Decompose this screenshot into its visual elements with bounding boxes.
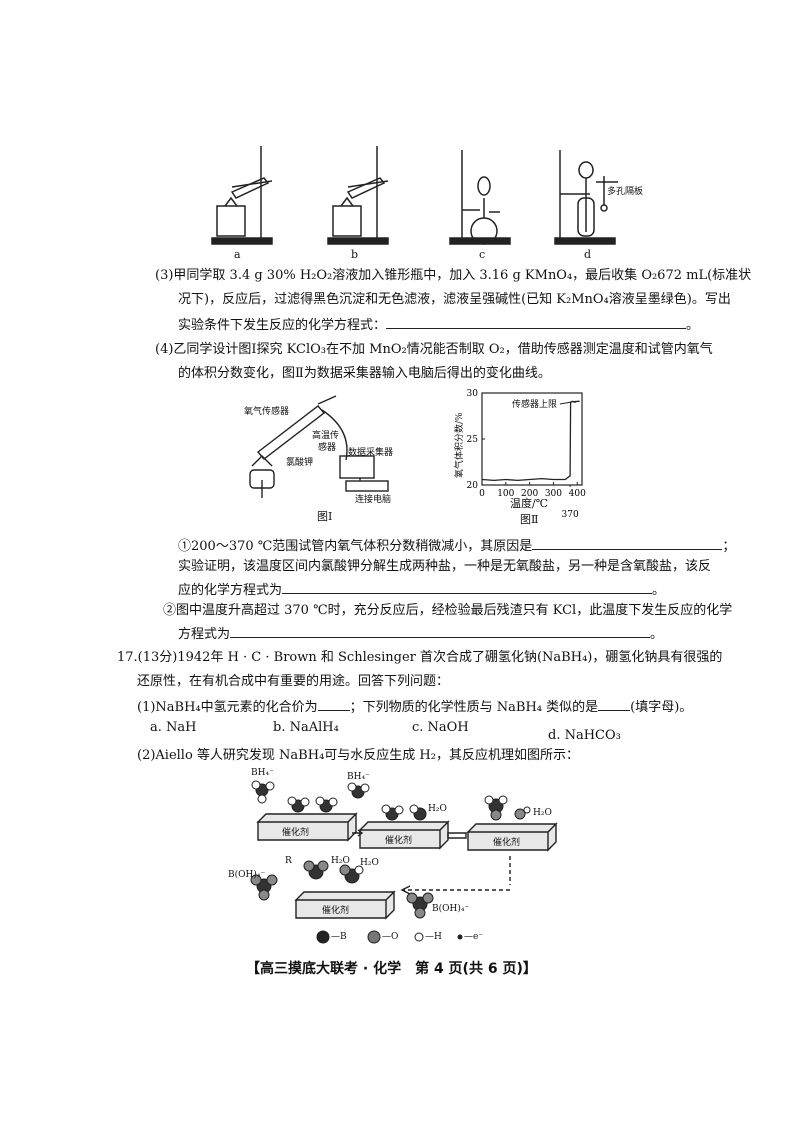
mechanism-legend (316, 930, 463, 944)
kclo3-label: 氯酸钾 (286, 458, 314, 468)
figure-1-caption: 图Ⅰ (317, 510, 333, 523)
legend-o-marker (367, 930, 381, 944)
catalyst-label-3: 催化剂 (493, 838, 521, 848)
q4-sub-1-blank[interactable] (532, 535, 723, 550)
h2o-label-4: H₂O (360, 858, 379, 868)
bh4-label-1: BH₄⁻ (251, 768, 274, 778)
legend-h-label: —H (425, 932, 442, 942)
q17-option-b: b. NaAlH₄ (273, 720, 339, 735)
apparatus-a (211, 146, 273, 245)
q4-line-2: 的体积分数变化，图Ⅱ为数据采集器输入电脑后得出的变化曲线。 (178, 366, 551, 381)
catalyst-block-1 (256, 812, 358, 842)
y-tick-label: 30 (467, 389, 479, 399)
q4-sub-5: 方程式为 。 (178, 623, 663, 645)
q4-sub-2: 实验证明，该温度区间内氯酸钾分解生成两种盐，一种是无氧酸盐，另一种是含氧酸盐，该… (178, 559, 712, 574)
x-tick-label: 400 (569, 489, 586, 499)
computer-label: 连接电脑 (355, 495, 392, 505)
high-temp-sensor-label-1: 高温传 (312, 431, 340, 441)
q4-sub-5-text: 方程式为 (178, 627, 231, 642)
q17-p1-c: (填字母)。 (630, 700, 693, 715)
q4-sub-1-end: ； (722, 539, 736, 554)
sensor-limit-annotation: 传感器上限 (512, 400, 558, 410)
q4-line-1: (4)乙同学设计图Ⅰ探究 KClO₃在不加 MnO₂情况能否制取 O₂，借助传感… (155, 342, 713, 357)
chart-xlabel: 温度/℃ (510, 497, 549, 510)
catalyst-label-1: 催化剂 (282, 828, 310, 838)
porous-plate-label: 多孔隔板 (607, 187, 644, 197)
apparatus-b (327, 146, 389, 245)
x-tick-label: 300 (545, 489, 562, 499)
legend-e-marker (457, 934, 463, 940)
y-tick-label: 25 (467, 435, 479, 445)
y-tick-label: 20 (467, 481, 479, 491)
apparatus-label-b: b (351, 248, 359, 261)
x-tick-label: 200 (521, 489, 538, 499)
x-tick-label: 100 (497, 489, 514, 499)
legend-h-marker (414, 932, 424, 942)
q17-p1-blank-2[interactable] (598, 696, 631, 711)
legend-b-marker (316, 930, 330, 944)
q4-sub-5-end: 。 (650, 627, 664, 642)
q4-sub-1: ①200～370 ℃范围试管内氧气体积分数稍微减小，其原因是 ； (178, 535, 735, 557)
x-marker-label: 370 (562, 510, 579, 520)
q4-sub-3-end: 。 (652, 583, 666, 598)
q17-option-c: c. NaOH (412, 720, 469, 735)
x-tick-label: 0 (479, 489, 485, 499)
series-line-oxygen (481, 400, 580, 482)
q17-p1-a: (1)NaBH₄中氢元素的化合价为 (137, 700, 318, 715)
h2o-label-1: H₂O (428, 804, 447, 814)
high-temp-sensor-label-2: 感器 (318, 443, 337, 453)
q17-option-d: d. NaHCO₃ (548, 728, 621, 743)
catalyst-label-2: 催化剂 (385, 836, 413, 846)
q3-answer-blank[interactable] (386, 314, 687, 329)
q17-p1-b: ；下列物质的化学性质与 NaBH₄ 类似的是 (349, 700, 599, 715)
catalyst-block-3 (466, 822, 558, 852)
apparatus-label-a: a (234, 248, 241, 261)
q4-sub-4: ②图中温度升高超过 370 ℃时，充分反应后，经检验最后残渣只有 KCl，此温度… (163, 603, 733, 618)
q4-sub-5-blank[interactable] (230, 623, 651, 638)
apparatus-c (449, 150, 511, 245)
boh4-label-2: B(OH)₄⁻ (432, 904, 470, 914)
molecule-clusters (250, 780, 531, 919)
legend-o-label: —O (382, 932, 399, 942)
q17-part-2: (2)Aiello 等人研究发现 NaBH₄可与水反应生成 H₂，其反应机理如图… (137, 748, 579, 763)
q17-part-1: (1)NaBH₄中氢元素的化合价为 ；下列物质的化学性质与 NaBH₄ 类似的是 (… (137, 696, 692, 718)
q4-sub-1-text: ①200～370 ℃范围试管内氧气体积分数稍微减小，其原因是 (178, 539, 533, 554)
catalyst-label-4: 催化剂 (322, 906, 350, 916)
page-footer: 【高三摸底大联考 · 化学 第 4 页(共 6 页)】 (246, 961, 537, 977)
q4-sub-3-blank[interactable] (282, 579, 653, 594)
q3-end: 。 (686, 318, 700, 333)
apparatus-label-c: c (479, 248, 486, 261)
apparatus-label-d: d (584, 248, 592, 261)
apparatus-figure (211, 146, 618, 245)
catalyst-block-2 (358, 820, 450, 850)
q17-p1-blank-1[interactable] (317, 696, 350, 711)
q4-sub-3-text: 应的化学方程式为 (178, 583, 283, 598)
q17-option-a: a. NaH (150, 720, 197, 735)
q3-line-3: 实验条件下发生反应的化学方程式： 。 (178, 314, 699, 336)
q3-line-1: (3)甲同学取 3.4 g 30% H₂O₂溶液加入锥形瓶中，加入 3.16 g… (155, 268, 752, 283)
h2o-label-2: H₂O (533, 808, 552, 818)
legend-e-label: —e⁻ (464, 932, 484, 942)
q4-sub-3: 应的化学方程式为 。 (178, 579, 665, 601)
q3-line-2: 况下)，反应后，过滤得黑色沉淀和无色滤液，滤液呈强碱性(已知 K₂MnO₄溶液呈… (178, 292, 731, 307)
q3-prompt: 实验条件下发生反应的化学方程式： (178, 318, 387, 333)
h2o-label-3: H₂O (331, 856, 350, 866)
collector-label: 数据采集器 (348, 448, 394, 458)
boh4-label-1: B(OH)₄⁻ (228, 870, 266, 880)
figure-2-caption: 图Ⅱ (520, 513, 539, 526)
oxygen-sensor-label: 氧气传感器 (244, 407, 290, 417)
legend-b-label: —B (331, 932, 347, 942)
apparatus-d (554, 150, 618, 245)
r-label: R (285, 856, 292, 866)
bh4-label-2: BH₄⁻ (347, 772, 370, 782)
q17-line-1: 17.(13分)1942年 H · C · Brown 和 Schlesinge… (117, 650, 723, 665)
catalyst-block-4 (294, 890, 396, 920)
annotation-pointer (559, 400, 577, 405)
q17-line-2: 还原性，在有机合成中有重要的用途。回答下列问题： (137, 674, 450, 689)
